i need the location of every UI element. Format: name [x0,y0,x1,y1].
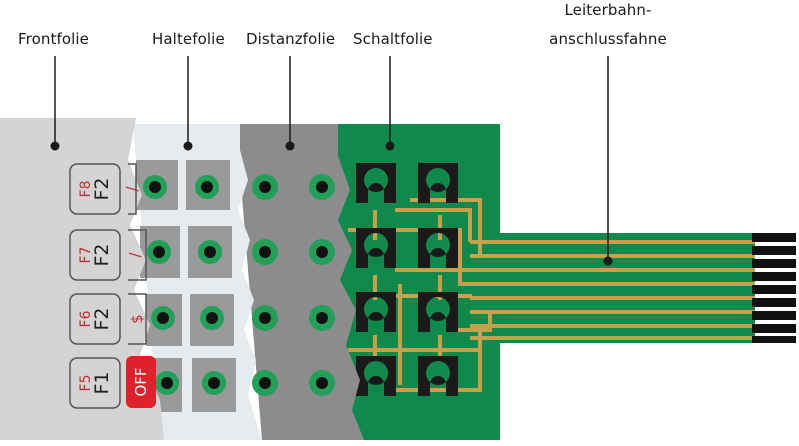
label-distanzfolie: Distanzfolie [246,30,336,48]
key-f8-label: F8 [78,181,94,198]
label-leiterbahn-line2: anschlussfahne [549,30,667,48]
key-f5-label: F5 [78,375,94,392]
contact-pads [356,163,458,396]
key-f8-symbol: / [123,186,141,192]
key-f7-symbol: / [126,252,144,258]
label-haltefolie: Haltefolie [152,30,225,48]
key-f7-alt: F2 [91,243,113,266]
key-f6-label: F6 [78,310,94,327]
pad-traces [348,198,492,392]
label-leiterbahn: Leiterbahn- anschlussfahne [548,0,668,50]
front-keys [69,163,147,409]
label-leiterbahn-line1: Leiterbahn- [564,1,652,19]
key-legends: F8 F2 F7 F2 F6 F2 F5 F1 / / $ OFF [78,177,150,396]
key-f6-symbol: $ [128,314,146,324]
off-key [126,356,156,408]
spacer-foil-holes [143,175,226,395]
spacer-foil-windows [136,160,236,412]
leader-lines [54,56,609,260]
key-f5-symbol: OFF [132,367,150,396]
key-f7-label: F7 [78,247,94,264]
distance-foil-layer [236,124,364,440]
label-schaltfolie: Schaltfolie [353,30,433,48]
tail-traces [470,240,755,340]
key-f5-alt: F1 [91,371,113,394]
connector-fingers [752,233,796,343]
key-f8-alt: F2 [91,177,113,200]
front-foil-layer [0,118,164,440]
label-frontfolie: Frontfolie [18,30,89,48]
leader-dots [50,141,613,266]
key-f6-alt: F2 [91,307,113,330]
distance-foil-holes [252,174,335,396]
